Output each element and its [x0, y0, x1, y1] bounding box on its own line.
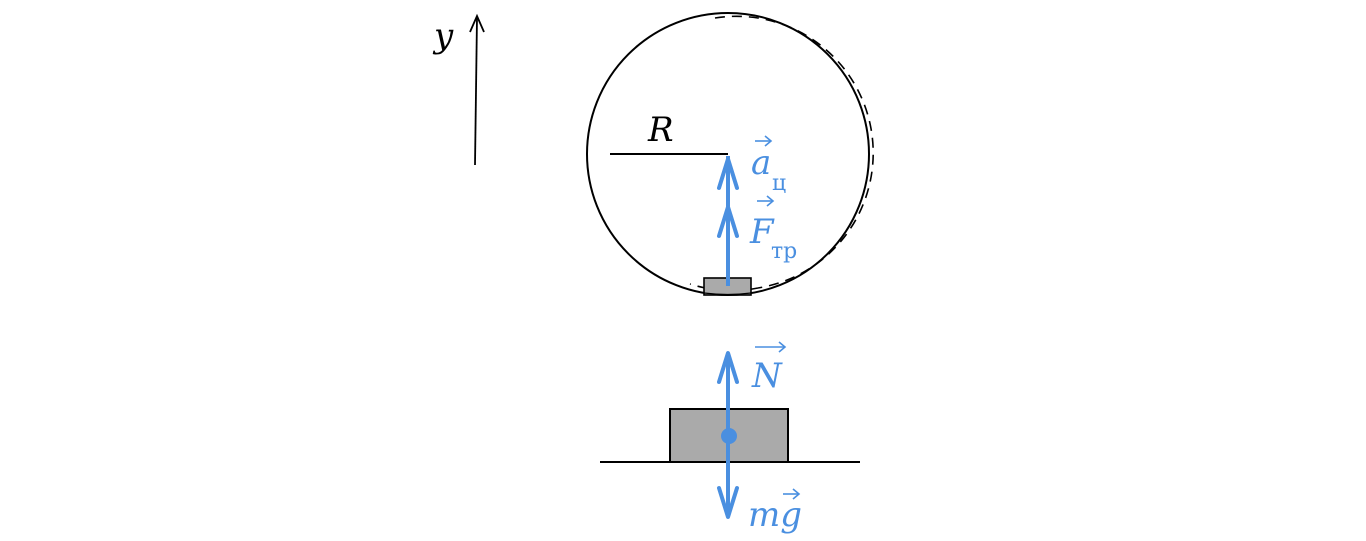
radius-label: R [647, 110, 674, 150]
normal-force-label: N [751, 341, 787, 396]
y-axis-label: y [432, 16, 454, 56]
friction-arrowhead [717, 205, 739, 238]
y-axis: y [432, 13, 485, 166]
gravity-force-label: mg [748, 488, 802, 535]
centripetal-arrowhead [717, 157, 739, 190]
normal-force-arrowhead [717, 351, 739, 384]
friction-force-subscript: тр [771, 239, 797, 264]
small-block [703, 277, 752, 296]
gravity-force-arrowhead [717, 486, 739, 519]
center-of-mass-dot [721, 428, 737, 444]
inner-vectors: a ц F тр [717, 135, 797, 286]
centripetal-accel-symbol: a [751, 143, 771, 183]
block-on-surface: N mg [600, 341, 860, 535]
centripetal-accel-label: a ц [751, 135, 786, 196]
gravity-force-symbol: mg [748, 495, 802, 535]
rotating-drum: R [586, 12, 874, 296]
friction-force-label: F тр [749, 195, 797, 264]
centripetal-accel-subscript: ц [772, 171, 786, 196]
normal-force-symbol: N [751, 356, 783, 396]
drum-dashed-inner-arc [714, 15, 874, 289]
friction-force-symbol: F [749, 212, 775, 252]
